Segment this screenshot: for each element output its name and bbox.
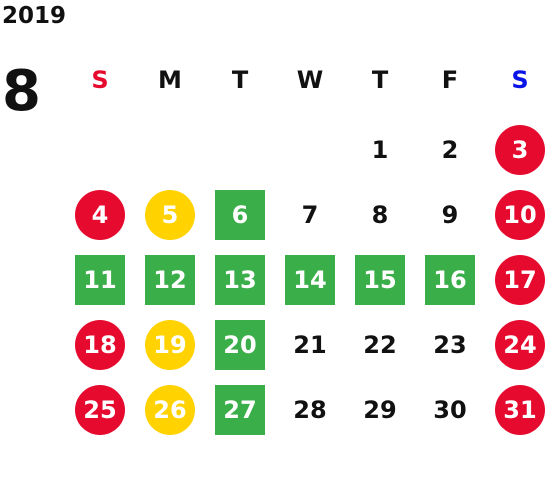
weekday-header: M xyxy=(158,66,182,94)
day-cell: 14 xyxy=(285,255,335,305)
day-cell: 25 xyxy=(75,385,125,435)
day-cell: 2 xyxy=(441,136,459,164)
calendar-month: 8 xyxy=(2,59,41,124)
day-cell: 16 xyxy=(425,255,475,305)
day-cell: 4 xyxy=(75,190,125,240)
day-cell: 6 xyxy=(215,190,265,240)
day-cell: 3 xyxy=(495,125,545,175)
weekday-header: T xyxy=(371,66,389,94)
day-cell: 8 xyxy=(371,201,389,229)
weekday-header: S xyxy=(91,66,109,94)
day-cell: 1 xyxy=(371,136,389,164)
day-cell: 15 xyxy=(355,255,405,305)
day-cell: 27 xyxy=(215,385,265,435)
day-cell: 13 xyxy=(215,255,265,305)
day-cell: 24 xyxy=(495,320,545,370)
day-cell: 31 xyxy=(495,385,545,435)
day-cell: 20 xyxy=(215,320,265,370)
weekday-header: W xyxy=(296,66,324,94)
day-cell: 22 xyxy=(363,331,397,359)
day-cell: 7 xyxy=(301,201,319,229)
day-cell: 12 xyxy=(145,255,195,305)
day-cell: 10 xyxy=(495,190,545,240)
weekday-header: S xyxy=(511,66,529,94)
day-cell: 17 xyxy=(495,255,545,305)
day-cell: 18 xyxy=(75,320,125,370)
weekday-header: F xyxy=(441,66,459,94)
day-cell: 28 xyxy=(293,396,327,424)
day-cell: 11 xyxy=(75,255,125,305)
day-cell: 21 xyxy=(293,331,327,359)
day-cell: 29 xyxy=(363,396,397,424)
weekday-header: T xyxy=(231,66,249,94)
day-cell: 23 xyxy=(433,331,467,359)
day-cell: 5 xyxy=(145,190,195,240)
day-cell: 9 xyxy=(441,201,459,229)
day-cell: 30 xyxy=(433,396,467,424)
day-cell: 26 xyxy=(145,385,195,435)
day-cell: 19 xyxy=(145,320,195,370)
calendar-year: 2019 xyxy=(2,3,67,29)
